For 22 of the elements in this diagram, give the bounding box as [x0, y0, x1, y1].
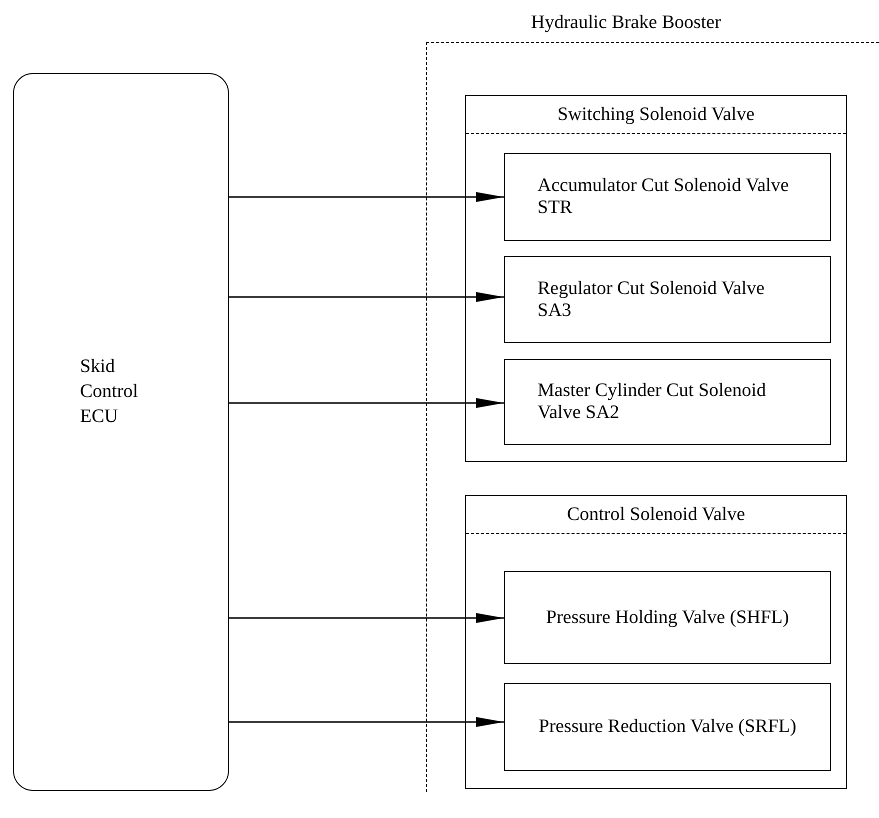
group-title: Control Solenoid Valve — [566, 504, 746, 526]
valve-box — [504, 153, 831, 241]
valve-box — [504, 571, 831, 664]
arrow — [229, 398, 504, 408]
valve-box — [504, 683, 831, 771]
valve-box — [504, 359, 831, 445]
ecu-box — [13, 73, 229, 791]
valve-label: Master Cylinder Cut Solenoid Valve SA2 — [538, 380, 768, 424]
arrow — [229, 717, 504, 727]
valve-label: Pressure Reduction Valve (SRFL) — [538, 716, 796, 738]
ecu-label: Skid Control ECU — [80, 355, 140, 429]
valve-group-box — [465, 495, 847, 789]
arrow — [229, 192, 504, 202]
group-title: Switching Solenoid Valve — [557, 104, 755, 126]
valve-box — [504, 256, 831, 343]
arrow — [229, 613, 504, 623]
valve-label: Regulator Cut Solenoid Valve SA3 — [538, 278, 766, 322]
arrow — [229, 292, 504, 302]
valve-label: Pressure Holding Valve (SHFL) — [546, 606, 789, 628]
valve-label: Accumulator Cut Solenoid Valve STR — [538, 175, 790, 219]
valve-group-box — [465, 95, 847, 462]
group-title: Hydraulic Brake Booster — [531, 12, 721, 34]
